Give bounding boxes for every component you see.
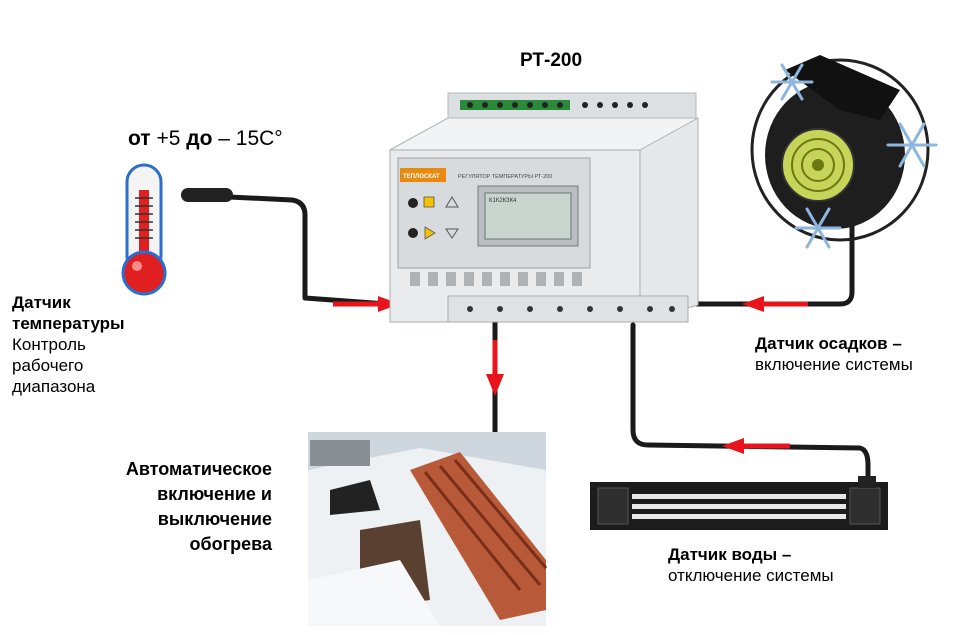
temp-sensor-label: Датчик температуры Контроль рабочего диа…	[12, 292, 125, 397]
temp-sensor-desc-3: диапазона	[12, 377, 96, 396]
temperature-range: от +5 до – 15С°	[128, 127, 283, 151]
device-brand: ТЕПЛОСКАТ	[403, 174, 440, 180]
device-panel-caption: РЕГУЛЯТОР ТЕМПЕРАТУРЫ РТ-200	[458, 174, 552, 180]
arrow-from-water-sensor	[722, 438, 790, 454]
rain-sensor-cable	[694, 222, 855, 307]
water-sensor-icon	[590, 476, 888, 530]
arrow-to-heater	[486, 340, 504, 396]
thermometer-icon	[121, 163, 167, 296]
arrow-from-temp-sensor	[333, 296, 400, 312]
precipitation-sensor-label: Датчик осадков – включение системы	[755, 333, 913, 375]
precipitation-sensor-title: Датчик осадков –	[755, 334, 902, 353]
temp-to-word: до	[186, 127, 213, 150]
temp-probe	[181, 188, 233, 202]
snowflake-icon	[770, 63, 938, 249]
temp-sensor-desc-2: рабочего	[12, 356, 84, 375]
lcd-text: К1К2К3К4	[489, 198, 517, 204]
water-sensor-title: Датчик воды –	[668, 545, 792, 564]
automatic-heating-label: Автоматическое включение и выключение об…	[40, 457, 272, 557]
heating-line-3: выключение	[157, 509, 272, 529]
heating-line-2: включение и	[157, 484, 272, 504]
controller-device: ТЕПЛОСКАТ РЕГУЛЯТОР ТЕМПЕРАТУРЫ РТ-200 К…	[389, 92, 699, 323]
temp-sensor-cable	[185, 192, 403, 308]
heating-line-4: обогрева	[189, 534, 272, 554]
water-sensor-label: Датчик воды – отключение системы	[668, 544, 834, 586]
arrow-from-rain-sensor	[742, 296, 808, 312]
temp-sensor-title-1: Датчик	[12, 293, 71, 312]
precipitation-sensor-icon	[750, 55, 930, 242]
temp-to-value: – 15С°	[218, 127, 283, 150]
temp-sensor-title-2: температуры	[12, 314, 125, 333]
temp-sensor-desc-1: Контроль	[12, 335, 86, 354]
heating-line-1: Автоматическое	[125, 459, 272, 479]
heated-roof-photo	[308, 432, 548, 626]
device-title: РТ-200	[520, 50, 583, 71]
flow-arrows	[333, 296, 808, 454]
temp-from-word: от	[128, 127, 151, 150]
water-sensor-desc: отключение системы	[668, 566, 834, 585]
temp-from-value: +5	[156, 127, 181, 150]
precipitation-sensor-desc: включение системы	[755, 355, 913, 374]
